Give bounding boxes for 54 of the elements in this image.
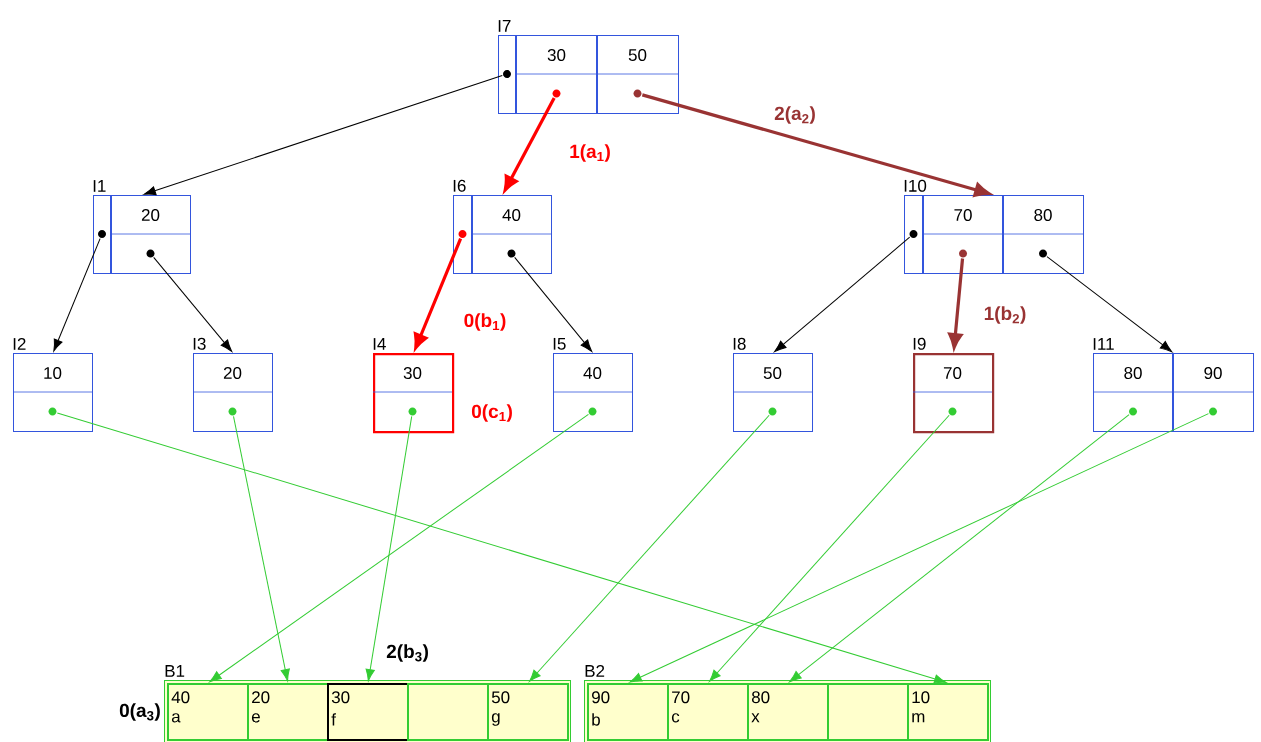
edge-label: 0(b$_{1}$) bbox=[462, 312, 508, 332]
index-node: 70 I9 bbox=[912, 337, 995, 434]
record-cell: 80 x bbox=[747, 683, 829, 741]
record-cell bbox=[407, 683, 489, 741]
record-cell: 40 a bbox=[167, 683, 249, 741]
arrow bbox=[56, 412, 947, 684]
index-node: 70 80 I10 bbox=[904, 179, 1084, 274]
record-cell: 30 f bbox=[327, 683, 409, 741]
arrow bbox=[365, 415, 413, 682]
index-node: 30 I4 bbox=[372, 338, 455, 434]
record-cell: 50 g bbox=[487, 683, 569, 741]
node-label: I6 bbox=[453, 179, 466, 192]
node-label: I2 bbox=[13, 337, 26, 350]
node-label: I11 bbox=[1093, 338, 1114, 350]
arrow bbox=[708, 414, 950, 682]
index-node: 40 I6 bbox=[453, 179, 552, 274]
index-node: 20 I1 bbox=[93, 180, 191, 274]
edge-label: 1(a$_{1}$) bbox=[568, 143, 612, 163]
step-label: 0(c$_{1}$) bbox=[471, 404, 512, 422]
node-label: I4 bbox=[373, 338, 386, 350]
arrow bbox=[209, 413, 589, 683]
index-node: 10 I2 bbox=[12, 337, 93, 432]
arrow bbox=[153, 256, 233, 352]
arrow bbox=[233, 415, 290, 682]
arrow bbox=[143, 75, 503, 196]
node-label: I3 bbox=[193, 337, 206, 350]
record-cell bbox=[827, 683, 909, 741]
record-cell: 90 b bbox=[587, 683, 669, 741]
arrow bbox=[789, 414, 1130, 683]
arrow bbox=[503, 97, 556, 192]
node-label: I7 bbox=[498, 20, 511, 32]
node-label: B1 bbox=[165, 665, 185, 677]
arrow bbox=[774, 236, 911, 353]
record-cell: 20 e bbox=[247, 683, 329, 741]
node-label: I5 bbox=[553, 337, 566, 350]
index-node: 30 50 I7 bbox=[498, 20, 679, 114]
arrow bbox=[413, 238, 463, 350]
index-node: 40 I5 bbox=[552, 337, 633, 432]
record-cell: 10 m bbox=[907, 683, 989, 741]
arrow bbox=[629, 413, 1209, 683]
index-node: 20 I3 bbox=[192, 337, 273, 432]
node-label: B2 bbox=[585, 664, 605, 677]
edge-label: 1(b$_{2}$) bbox=[982, 305, 1028, 325]
index-node: 80 90 I11 bbox=[1092, 338, 1254, 432]
arrow bbox=[53, 238, 101, 352]
node-label: I9 bbox=[913, 337, 926, 350]
arrow bbox=[1046, 256, 1173, 353]
step-label: 2(b$_{3}$) bbox=[386, 644, 428, 662]
node-label: I8 bbox=[733, 337, 746, 350]
index-node: 50 I8 bbox=[732, 337, 813, 432]
record-cell: 70 c bbox=[667, 683, 749, 741]
arrow bbox=[514, 256, 593, 352]
arrow bbox=[528, 414, 770, 682]
node-label: I1 bbox=[93, 180, 106, 192]
